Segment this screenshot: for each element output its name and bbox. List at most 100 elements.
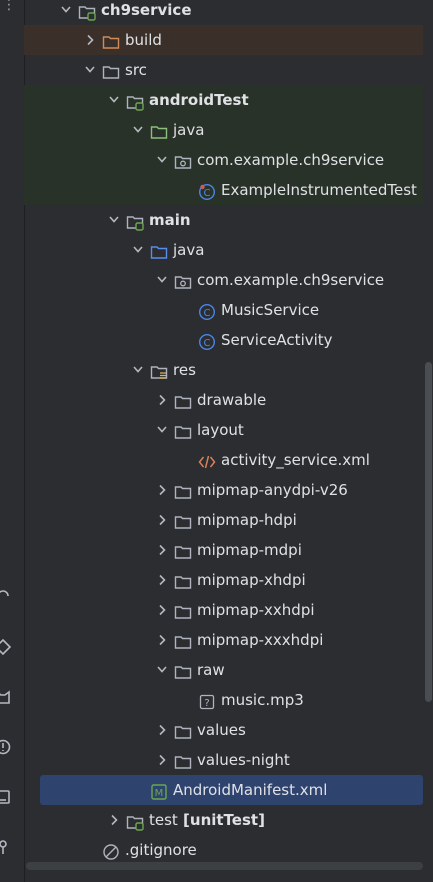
chevron-down-icon[interactable]: [107, 85, 121, 115]
project-tree: ch9service build src androidTest java com.exa…: [24, 0, 423, 865]
class-icon: C: [198, 331, 216, 351]
package-icon: [174, 151, 192, 169]
tree-item-label: mipmap-xhdpi: [197, 571, 306, 589]
tree-item-label: build: [125, 31, 162, 49]
tree-item-label: .gitignore: [125, 841, 197, 859]
tree-item-label: res: [173, 361, 196, 379]
tree-row[interactable]: test [unitTest]: [24, 805, 423, 835]
folder-icon: [174, 481, 192, 499]
chevron-right-icon[interactable]: [155, 565, 169, 595]
tree-row[interactable]: com.example.ch9service: [24, 265, 423, 295]
tree-item-label: mipmap-anydpi-v26: [197, 481, 348, 499]
tree-row[interactable]: values-night: [24, 745, 423, 775]
tree-item-label: mipmap-mdpi: [197, 541, 302, 559]
chevron-right-icon[interactable]: [107, 805, 121, 835]
tree-row[interactable]: java: [24, 235, 423, 265]
chevron-right-icon[interactable]: [155, 745, 169, 775]
tree-row[interactable]: drawable: [24, 385, 423, 415]
diamond-icon[interactable]: [0, 638, 12, 656]
chevron-down-icon[interactable]: [131, 115, 145, 145]
chevron-down-icon[interactable]: [155, 415, 169, 445]
chevron-down-icon[interactable]: [131, 235, 145, 265]
chevron-down-icon[interactable]: [107, 205, 121, 235]
tree-item-label: ExampleInstrumentedTest: [221, 181, 417, 199]
tree-row[interactable]: C ExampleInstrumentedTest: [24, 175, 423, 205]
tree-row[interactable]: mipmap-anydpi-v26: [24, 475, 423, 505]
tree-row[interactable]: mipmap-hdpi: [24, 505, 423, 535]
folder-icon: [174, 571, 192, 589]
left-tool-gutter: ⋮: [0, 0, 25, 882]
tree-item-label: main: [149, 211, 191, 229]
tree-item-label: layout: [197, 421, 244, 439]
folder-icon: [174, 601, 192, 619]
chevron-right-icon[interactable]: [155, 625, 169, 655]
test-class-icon: C: [198, 181, 216, 201]
tree-row[interactable]: C ServiceActivity: [24, 325, 423, 355]
tree-row[interactable]: androidTest: [24, 85, 423, 115]
folder-icon: [174, 541, 192, 559]
tree-row[interactable]: layout: [24, 415, 423, 445]
tree-row[interactable]: .gitignore: [24, 835, 423, 865]
tree-item-label: ServiceActivity: [221, 331, 333, 349]
chevron-right-icon[interactable]: [155, 505, 169, 535]
chevron-down-icon[interactable]: [155, 145, 169, 175]
tree-item-label: mipmap-xxxhdpi: [197, 631, 324, 649]
bug-icon[interactable]: [0, 738, 12, 756]
tree-row[interactable]: raw: [24, 655, 423, 685]
tree-item-label: com.example.ch9service: [197, 271, 385, 289]
chevron-down-icon[interactable]: [155, 265, 169, 295]
tree-item-label: ch9service: [101, 1, 192, 19]
tree-row[interactable]: build: [24, 25, 423, 55]
tree-row[interactable]: ? music.mp3: [24, 685, 423, 715]
chevron-down-icon[interactable]: [131, 355, 145, 385]
tree-row[interactable]: ch9service: [24, 0, 423, 25]
tree-row[interactable]: com.example.ch9service: [24, 145, 423, 175]
tree-row[interactable]: mipmap-xxxhdpi: [24, 625, 423, 655]
ellipsis-icon[interactable]: ⋮: [2, 0, 17, 13]
chevron-right-icon[interactable]: [155, 475, 169, 505]
tree-row[interactable]: main: [24, 205, 423, 235]
tree-item-label: com.example.ch9service: [197, 151, 385, 169]
tree-item-label: java: [173, 241, 205, 259]
module-folder-icon: [126, 811, 144, 831]
tree-item-label: music.mp3: [221, 691, 304, 709]
folder-green-icon: [150, 121, 168, 139]
svg-text:M: M: [155, 788, 164, 799]
chevron-right-icon[interactable]: [155, 385, 169, 415]
chevron-right-icon[interactable]: [155, 535, 169, 565]
cat-icon[interactable]: [0, 688, 12, 706]
horizontal-scrollbar[interactable]: [26, 862, 423, 870]
chevron-right-icon[interactable]: [155, 595, 169, 625]
vertical-scrollbar-thumb[interactable]: [425, 362, 432, 702]
tree-item-label: androidTest: [149, 91, 249, 109]
unknown-file-icon: ?: [198, 691, 216, 710]
git-icon[interactable]: [0, 838, 12, 856]
tree-row[interactable]: mipmap-xhdpi: [24, 565, 423, 595]
tree-row[interactable]: mipmap-xxhdpi: [24, 595, 423, 625]
tree-row[interactable]: mipmap-mdpi: [24, 535, 423, 565]
tree-item-label: drawable: [197, 391, 267, 409]
module-folder-icon: [126, 211, 144, 231]
tree-row[interactable]: java: [24, 115, 423, 145]
resource-folder-icon: [150, 361, 168, 379]
chevron-right-icon[interactable]: [155, 715, 169, 745]
chevron-down-icon[interactable]: [83, 55, 97, 85]
vertical-scrollbar[interactable]: [423, 0, 433, 882]
xml-file-icon: [198, 451, 216, 469]
tree-row[interactable]: activity_service.xml: [24, 445, 423, 475]
terminal-icon[interactable]: [0, 788, 12, 806]
svg-text:C: C: [204, 338, 211, 349]
source-set-tag: [unitTest]: [177, 811, 265, 829]
tree-item-label: activity_service.xml: [221, 451, 370, 469]
tree-row[interactable]: src: [24, 55, 423, 85]
folder-icon: [174, 721, 192, 739]
tree-row[interactable]: values: [24, 715, 423, 745]
tree-row[interactable]: res: [24, 355, 423, 385]
branch-icon[interactable]: [0, 588, 12, 606]
chevron-down-icon[interactable]: [155, 655, 169, 685]
tree-item-label: test [unitTest]: [149, 811, 265, 829]
chevron-right-icon[interactable]: [83, 25, 97, 55]
chevron-down-icon[interactable]: [59, 0, 73, 25]
